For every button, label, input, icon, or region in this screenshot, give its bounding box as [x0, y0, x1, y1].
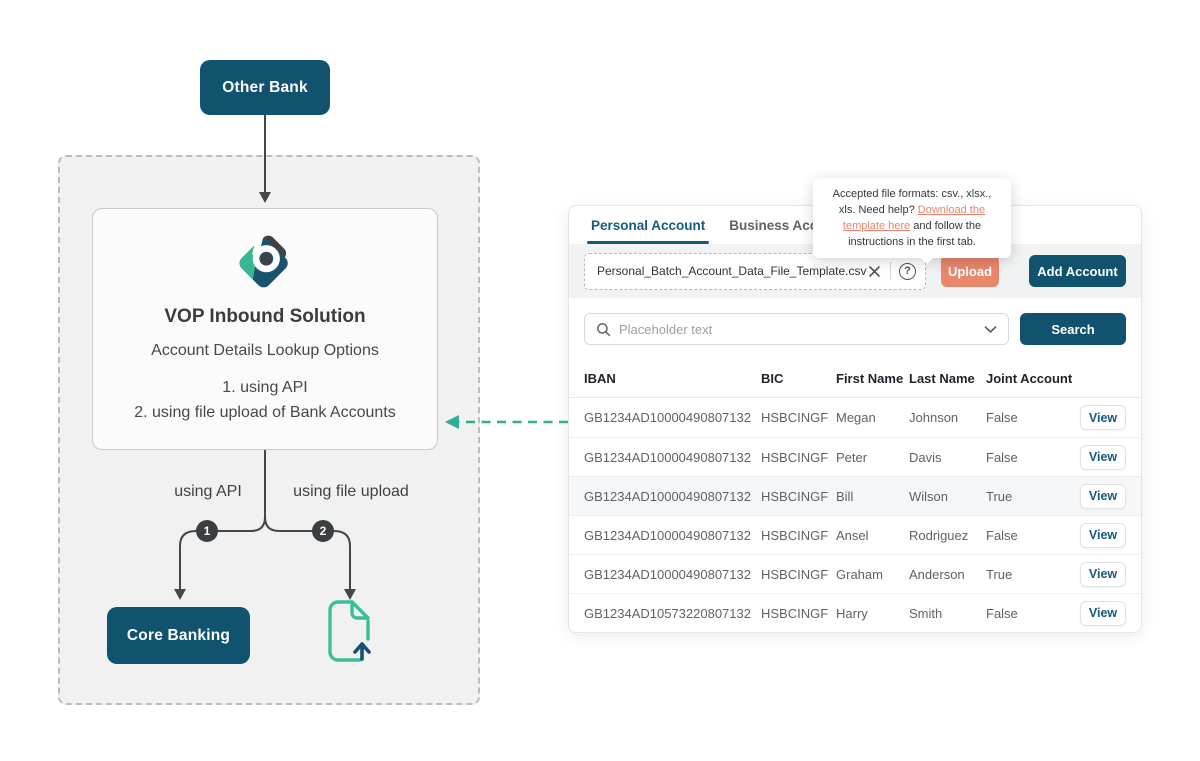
- selected-filename: Personal_Batch_Account_Data_File_Templat…: [597, 264, 867, 278]
- branch-label-file-upload: using file upload: [293, 483, 409, 500]
- file-upload-icon: [324, 597, 378, 670]
- search-row: Search: [584, 313, 1126, 345]
- cell-last-name: Rodriguez: [909, 527, 969, 543]
- cell-bic: HSBCINGF: [761, 605, 829, 621]
- chevron-down-icon[interactable]: [984, 325, 997, 334]
- table-header-row: IBAN BIC First Name Last Name Joint Acco…: [569, 359, 1141, 398]
- header-last-name: Last Name: [909, 370, 975, 386]
- add-account-button[interactable]: Add Account: [1029, 255, 1126, 287]
- cell-joint-account: True: [986, 488, 1013, 504]
- cell-bic: HSBCINGF: [761, 410, 829, 425]
- view-button[interactable]: View: [1080, 522, 1126, 548]
- cell-last-name: Smith: [909, 605, 943, 621]
- lookup-option-api: 1. using API: [222, 379, 308, 396]
- table-row: GB1234AD10000490807132 HSBCINGF Ansel Ro…: [569, 515, 1141, 554]
- cell-first-name: Ansel: [836, 527, 869, 543]
- cell-first-name: Bill: [836, 488, 854, 504]
- accounts-table: IBAN BIC First Name Last Name Joint Acco…: [569, 359, 1141, 632]
- view-button[interactable]: View: [1080, 561, 1126, 587]
- cell-iban: GB1234AD10000490807132: [584, 449, 751, 465]
- table-row: GB1234AD10000490807132 HSBCINGF Megan Jo…: [569, 398, 1141, 437]
- cell-iban: GB1234AD10000490807132: [584, 566, 751, 582]
- upload-button[interactable]: Upload: [941, 255, 999, 287]
- cell-first-name: Graham: [836, 566, 883, 582]
- divider: [890, 262, 891, 280]
- search-button[interactable]: Search: [1020, 313, 1126, 345]
- search-icon: [597, 322, 611, 336]
- cell-bic: HSBCINGF: [761, 566, 829, 582]
- tooltip-text-after: and follow the instructions in the first…: [848, 220, 982, 248]
- cell-first-name: Megan: [836, 410, 876, 425]
- help-icon[interactable]: ?: [899, 262, 916, 280]
- lookup-option-file-upload: 2. using file upload of Bank Accounts: [134, 404, 396, 421]
- header-joint-account: Joint Account: [986, 370, 1073, 386]
- solution-subtitle: Account Details Lookup Options: [151, 342, 379, 359]
- cell-iban: GB1234AD10000490807132: [584, 488, 751, 504]
- cell-joint-account: False: [986, 410, 1018, 425]
- table-row: GB1234AD10000490807132 HSBCINGF Bill Wil…: [569, 476, 1141, 515]
- cell-last-name: Davis: [909, 449, 942, 465]
- cell-iban: GB1234AD10000490807132: [584, 410, 751, 425]
- solution-title: VOP Inbound Solution: [164, 306, 366, 327]
- table-row: GB1234AD10000490807132 HSBCINGF Peter Da…: [569, 437, 1141, 476]
- other-bank-label: Other Bank: [222, 78, 308, 96]
- view-button[interactable]: View: [1080, 405, 1126, 430]
- cell-joint-account: False: [986, 605, 1018, 621]
- accounts-panel: Personal Account Business Account Person…: [568, 205, 1142, 633]
- cell-joint-account: False: [986, 527, 1018, 543]
- search-input[interactable]: [619, 321, 976, 337]
- header-bic: BIC: [761, 370, 784, 386]
- header-iban: IBAN: [584, 370, 616, 386]
- cell-iban: GB1234AD10573220807132: [584, 605, 751, 621]
- table-row: GB1234AD10000490807132 HSBCINGF Graham A…: [569, 554, 1141, 593]
- cell-bic: HSBCINGF: [761, 449, 829, 465]
- cell-bic: HSBCINGF: [761, 527, 829, 543]
- cell-joint-account: False: [986, 449, 1018, 465]
- tab-personal-account[interactable]: Personal Account: [579, 206, 717, 244]
- other-bank-node: Other Bank: [200, 60, 330, 115]
- header-first-name: First Name: [836, 370, 904, 386]
- tooltip-text-before: Accepted file formats: csv., xlsx., xls.…: [832, 188, 992, 216]
- table-row: GB1234AD10573220807132 HSBCINGF Harry Sm…: [569, 593, 1141, 632]
- branch-label-api: using API: [174, 483, 242, 500]
- core-banking-label: Core Banking: [126, 626, 231, 644]
- cell-iban: GB1234AD10000490807132: [584, 527, 751, 543]
- cell-bic: HSBCINGF: [761, 488, 829, 504]
- clear-file-icon[interactable]: [867, 264, 882, 279]
- cell-joint-account: True: [986, 566, 1013, 582]
- cell-last-name: Wilson: [909, 488, 949, 504]
- view-button[interactable]: View: [1080, 600, 1126, 626]
- cell-first-name: Harry: [836, 605, 868, 621]
- branch-number-1-badge: 1: [196, 520, 218, 542]
- file-format-tooltip: Accepted file formats: csv., xlsx., xls.…: [813, 178, 1011, 264]
- vop-solution-card: VOP Inbound Solution Account Details Loo…: [92, 208, 438, 450]
- file-input[interactable]: Personal_Batch_Account_Data_File_Templat…: [584, 252, 926, 290]
- cell-last-name: Johnson: [909, 410, 959, 425]
- download-template-link[interactable]: Download the template here: [842, 204, 986, 232]
- vop-logo-icon: [93, 227, 437, 298]
- core-banking-node: Core Banking: [107, 607, 250, 664]
- branch-number-2-badge: 2: [312, 520, 334, 542]
- cell-first-name: Peter: [836, 449, 868, 465]
- cell-last-name: Anderson: [909, 566, 965, 582]
- search-box[interactable]: [584, 313, 1009, 345]
- view-button[interactable]: View: [1080, 444, 1126, 470]
- view-button[interactable]: View: [1080, 483, 1126, 509]
